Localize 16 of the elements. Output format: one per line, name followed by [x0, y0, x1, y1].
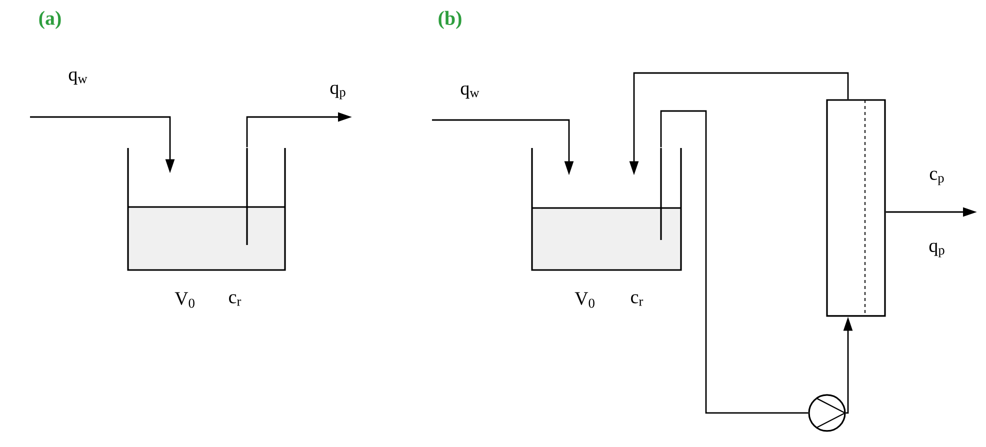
node-label: V$_{0}$	[174, 292, 194, 308]
flow-label: q$_{p}$	[330, 84, 346, 100]
node-label: c$_{r}$	[229, 294, 242, 306]
flow-label: c$_{p}$	[930, 170, 944, 186]
node-label: c$_{r}$	[631, 294, 644, 306]
tank	[127, 148, 286, 271]
pipe-line	[660, 110, 808, 414]
node-label: V$_{0}$	[574, 292, 594, 308]
tank	[531, 148, 682, 271]
pump-symbol	[808, 394, 846, 432]
membrane-module	[826, 99, 886, 317]
panel-label: (a)	[39, 10, 61, 30]
flow-label: q$_{w}$	[460, 85, 480, 99]
panel-label: (b)	[438, 10, 462, 30]
flow-label: q$_{w}$	[68, 71, 88, 85]
flow-label: q$_{p}$	[929, 242, 944, 258]
